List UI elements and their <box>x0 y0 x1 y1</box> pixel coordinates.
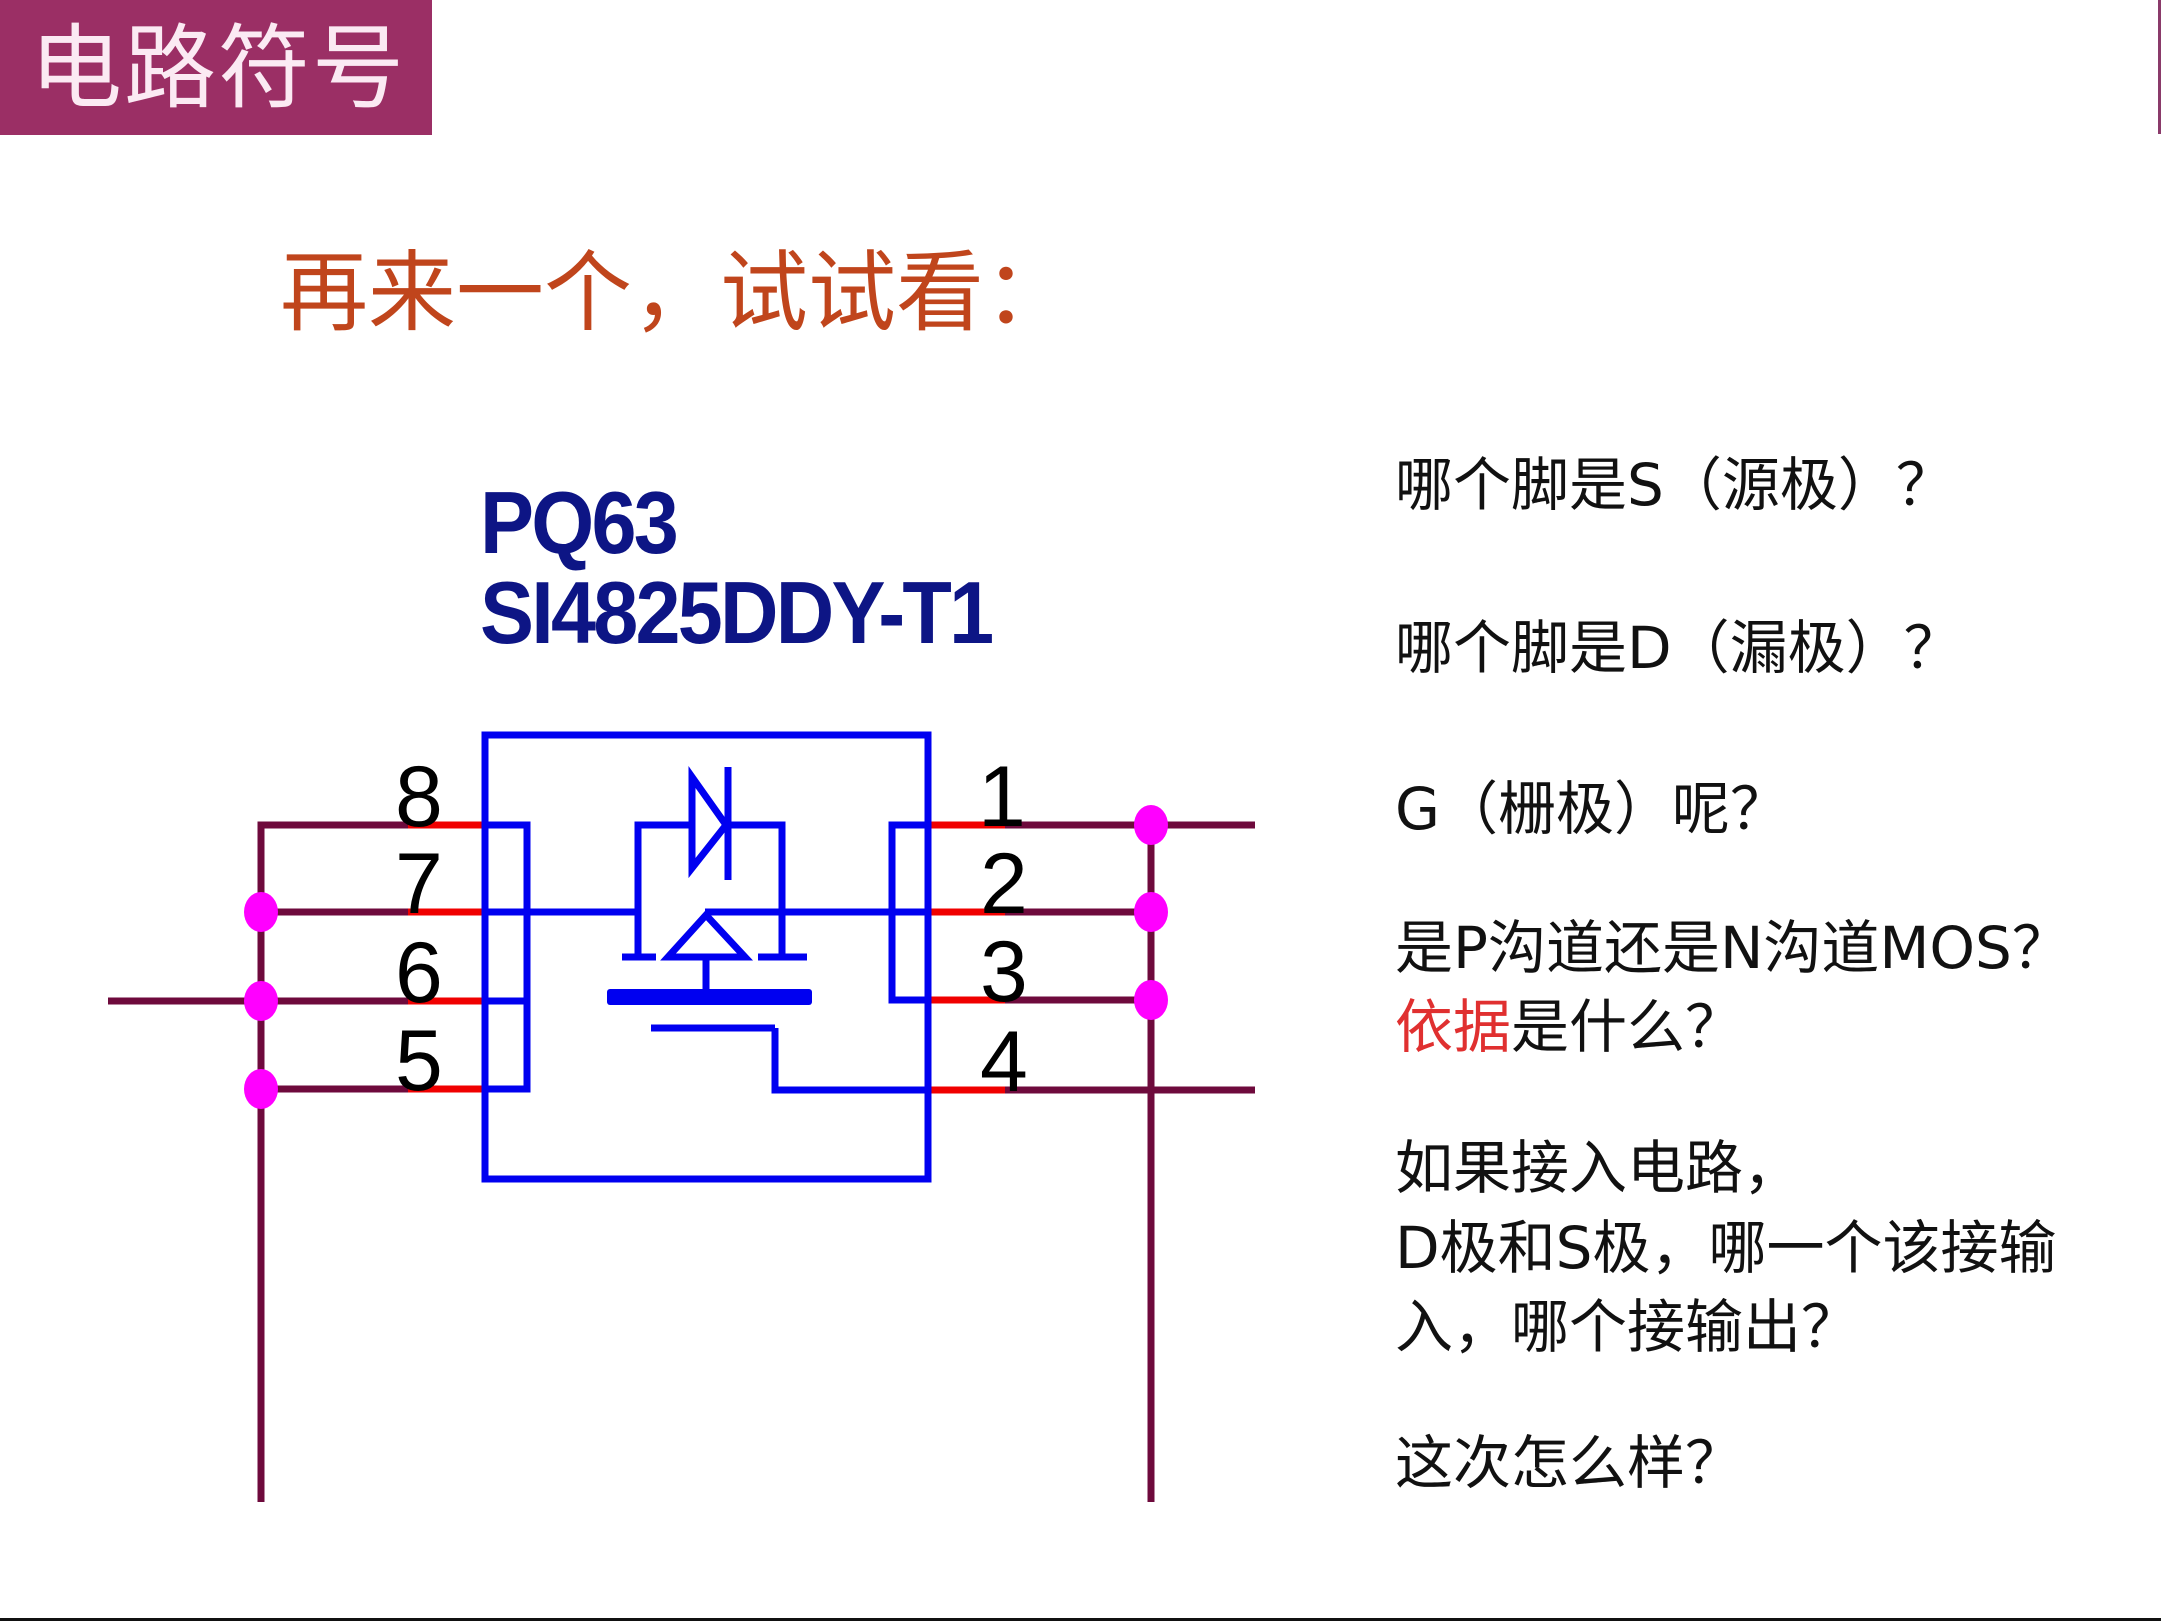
question-circuit-line1: 如果接入电路， <box>1395 1128 1801 1208</box>
question-text: 哪个脚是S（源极）？ <box>1395 451 1954 519</box>
diode-loop <box>634 821 692 957</box>
question-text: 是什么？ <box>1511 993 1744 1061</box>
right-edge-accent <box>2158 0 2161 134</box>
question-channel-type: 是P沟道还是N沟道MOS？ <box>1395 908 2070 988</box>
question-text: G（栅极）呢？ <box>1395 775 1788 843</box>
pin-label-5: 5 <box>395 1013 443 1109</box>
source-bracket-left <box>485 821 531 1093</box>
gate-plate <box>607 989 812 1005</box>
bottom-edge-line <box>0 1618 2161 1621</box>
wire-pin8 <box>257 821 408 1502</box>
question-text: D极和S极，哪一个该接输 <box>1395 1214 2057 1282</box>
question-circuit-line3: 入，哪个接输出？ <box>1395 1287 1859 1367</box>
component-body <box>481 731 932 1183</box>
junction-dot-pin1 <box>1134 805 1168 845</box>
pin-label-7: 7 <box>395 836 443 932</box>
question-how-about: 这次怎么样？ <box>1395 1423 1743 1503</box>
question-text: 哪个脚是D（漏极）？ <box>1395 614 1962 682</box>
component-part-number: SI4825DDY-T1 <box>480 563 994 662</box>
pin-label-6: 6 <box>395 925 443 1021</box>
channel-arrow-icon <box>660 909 754 961</box>
pin-label-8: 8 <box>395 749 443 845</box>
diode-loop-right <box>728 821 786 957</box>
junction-dot-pin5 <box>244 1069 278 1109</box>
question-gate-pin: G（栅极）呢？ <box>1395 769 1788 849</box>
question-drain-pin: 哪个脚是D（漏极）？ <box>1395 608 1962 688</box>
slide-subtitle: 再来一个，试试看： <box>280 241 1073 344</box>
question-text: 如果接入电路， <box>1395 1134 1802 1202</box>
junction-dot-pin6 <box>244 981 278 1021</box>
body-diode-icon <box>688 766 731 879</box>
slide-header: 电路符号 <box>0 0 432 135</box>
question-text: 这次怎么样？ <box>1395 1429 1744 1497</box>
component-designator: PQ63 <box>480 473 679 572</box>
junction-dot-pin7 <box>244 892 278 932</box>
slide-title: 电路符号 <box>30 15 407 122</box>
question-basis: 依据是什么？ <box>1395 987 1743 1067</box>
pin-label-4: 4 <box>980 1014 1028 1110</box>
question-text: 入，哪个接输出？ <box>1395 1293 1860 1361</box>
pin-label-3: 3 <box>980 924 1028 1020</box>
question-text: 是P沟道还是N沟道MOS？ <box>1395 914 2070 982</box>
gate-route <box>771 1028 928 1094</box>
question-circuit-line2: D极和S极，哪一个该接输 <box>1395 1208 2056 1288</box>
junction-dot-pin3 <box>1134 980 1168 1020</box>
highlight-text: 依据 <box>1395 993 1512 1061</box>
question-source-pin: 哪个脚是S（源极）？ <box>1395 445 1954 525</box>
pin-label-2: 2 <box>980 836 1028 932</box>
junction-dot-pin2 <box>1134 892 1168 932</box>
pin-label-1: 1 <box>978 749 1026 845</box>
